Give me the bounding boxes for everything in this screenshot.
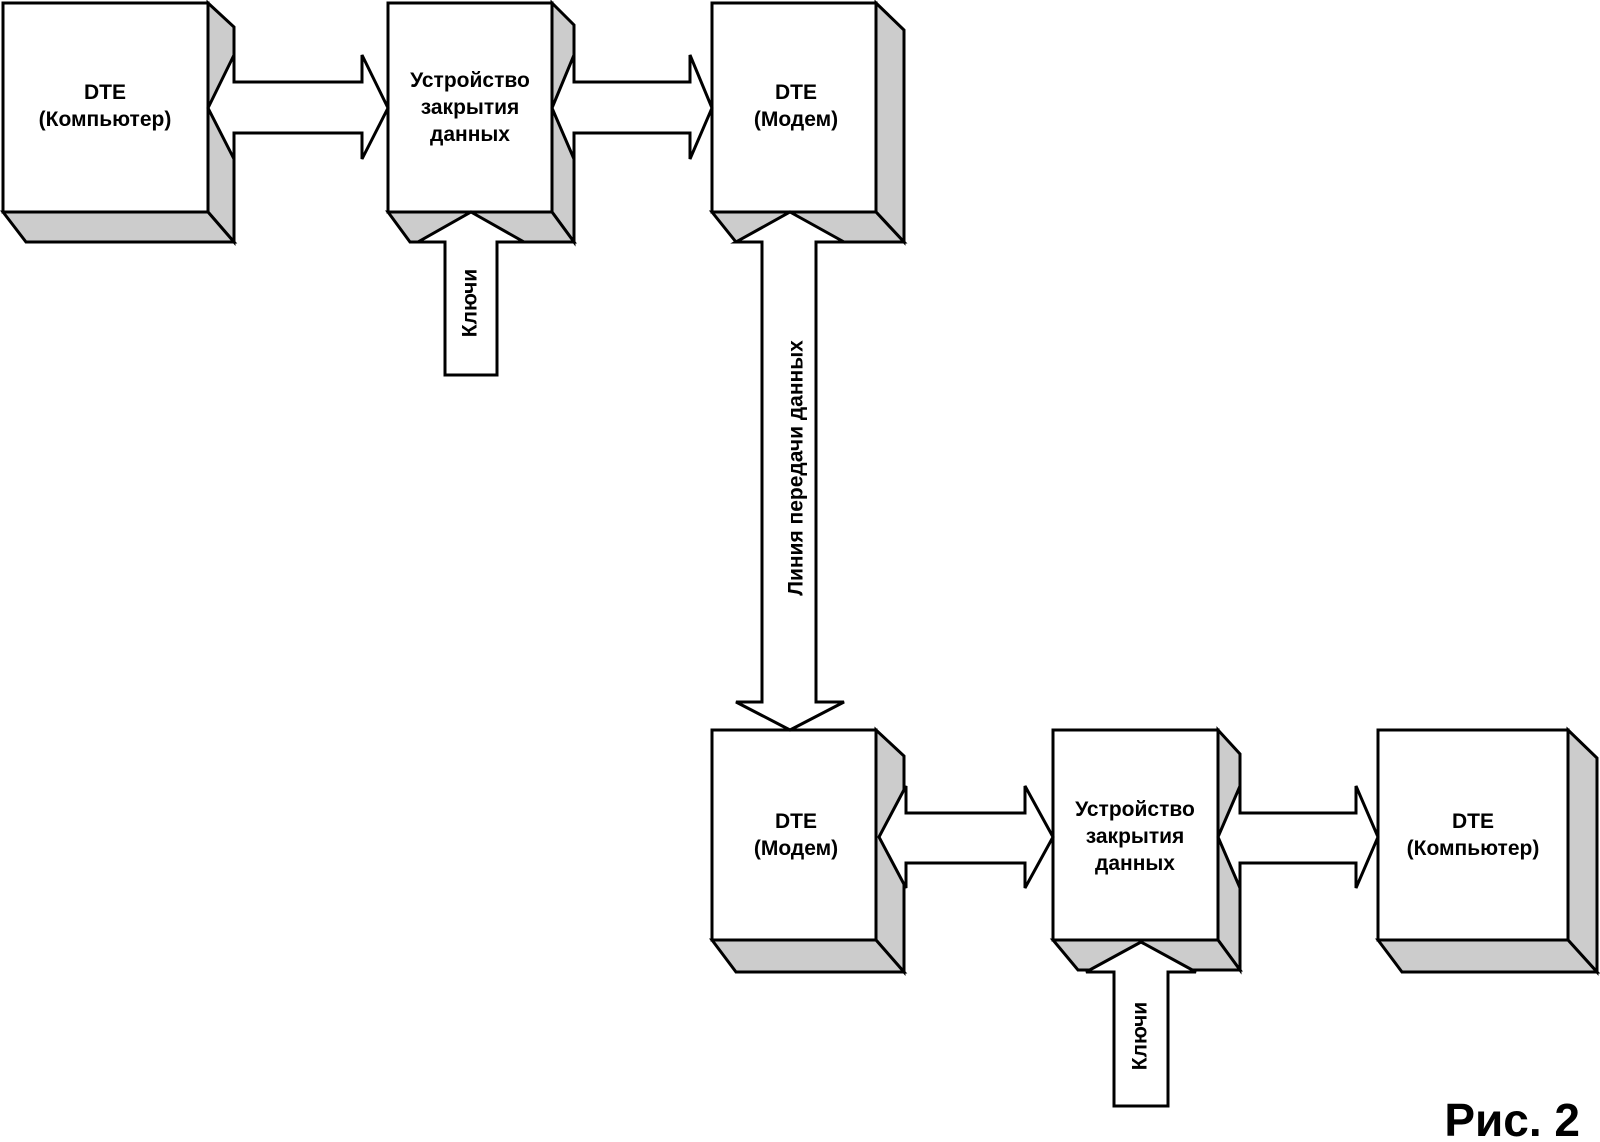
double-arrow-encryptor-modem-top: [550, 54, 714, 160]
data-line-label: Линия передачи данных: [785, 340, 808, 596]
double-arrow-modem-encryptor-bottom: [877, 785, 1055, 889]
block-label-line1: Устройство: [1075, 798, 1195, 821]
keys-label-bottom: Ключи: [1129, 1002, 1152, 1070]
block-dte-computer-bottom: DTE (Компьютер): [1375, 726, 1600, 976]
figure-caption: Рис. 2: [1444, 1094, 1580, 1142]
block-dte-modem-bottom: DTE (Модем): [709, 726, 908, 976]
block-label-line1: DTE: [1452, 810, 1494, 833]
keys-arrow-bottom: [1085, 940, 1197, 1108]
block-label-line3: данных: [1095, 852, 1175, 875]
block-label-line1: Устройство: [410, 69, 530, 92]
double-arrow-data-line: [730, 210, 850, 732]
keys-label-top: Ключи: [459, 269, 482, 337]
block-dte-modem-top: DTE (Модем): [708, 0, 908, 246]
block-label-line2: (Модем): [754, 837, 838, 860]
block-label-line1: DTE: [775, 810, 817, 833]
double-arrow-computer-encryptor-top: [206, 54, 390, 160]
block-label-line2: (Модем): [754, 108, 838, 131]
block-dte-computer-top: DTE (Компьютер): [0, 0, 238, 247]
block-label-line2: (Компьютер): [1407, 837, 1540, 860]
block-label-line2: закрытия: [421, 96, 520, 119]
block-label-line2: (Компьютер): [39, 108, 172, 131]
double-arrow-encryptor-computer-bottom: [1216, 785, 1380, 889]
block-encryptor-top: Устройство закрытия данных: [385, 0, 577, 247]
block-label-line1: DTE: [84, 81, 126, 104]
block-encryptor-bottom: Устройство закрытия данных: [1049, 726, 1243, 975]
block-label-line3: данных: [430, 123, 510, 146]
block-label-line2: закрытия: [1086, 825, 1185, 848]
block-label-line1: DTE: [775, 81, 817, 104]
keys-arrow-top: [412, 210, 530, 377]
